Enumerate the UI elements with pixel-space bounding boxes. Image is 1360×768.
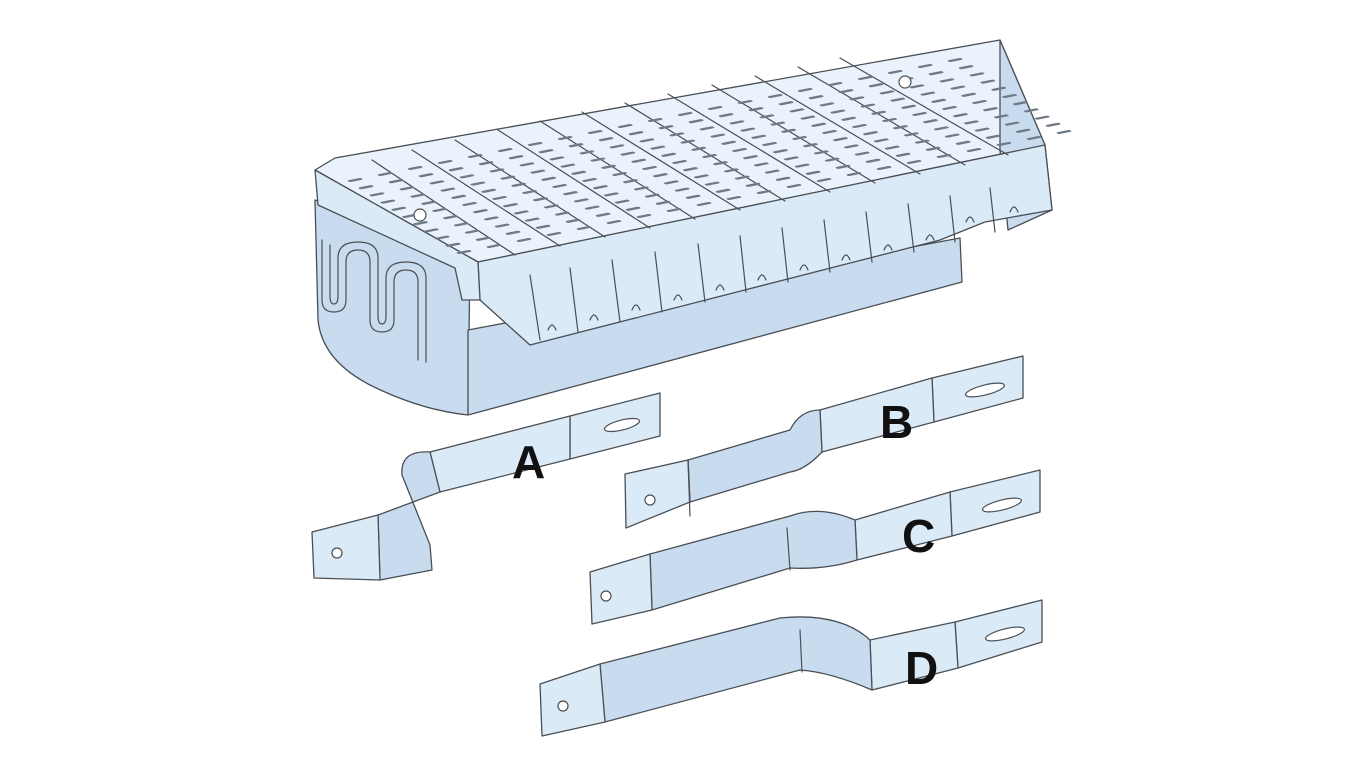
bar-c-label: C [902,510,935,562]
slot-icon [984,626,1026,642]
busbar-support [314,39,1073,416]
bar-d: D [539,599,1043,737]
slot-icon [964,382,1006,398]
bar-b-label: B [880,396,913,448]
slot-icon [981,497,1023,513]
bar-d-end-plate-left [539,663,606,737]
bar-d-label: D [905,642,938,694]
bar-a-label: A [512,436,545,488]
bolt-hole-icon [600,590,612,602]
bolt-hole-icon [644,494,656,506]
support-left-face [314,169,481,301]
bolt-hole-icon [331,547,343,559]
support-perforations [347,58,1073,255]
bar-c: C [589,469,1041,625]
screw-icon [898,75,912,89]
support-side-clips [321,239,427,363]
bar-a-body [429,415,571,493]
screw-icon [413,208,427,222]
bar-b-raised [819,377,935,453]
bar-b-end-plate-left [624,459,691,529]
bolt-hole-icon [557,700,569,712]
bar-b: B [624,355,1024,529]
bar-c-end-plate-left [589,553,653,625]
bar-a-end-plate-left [311,514,381,581]
bar-b-bend [687,409,823,503]
bar-d-bend [599,616,873,723]
support-front-face [477,144,1053,346]
slot-icon [603,417,641,433]
bar-a: A [311,392,661,581]
bar-c-bend [649,510,858,611]
support-ribs [529,187,1019,341]
bar-a-bend [377,451,441,581]
